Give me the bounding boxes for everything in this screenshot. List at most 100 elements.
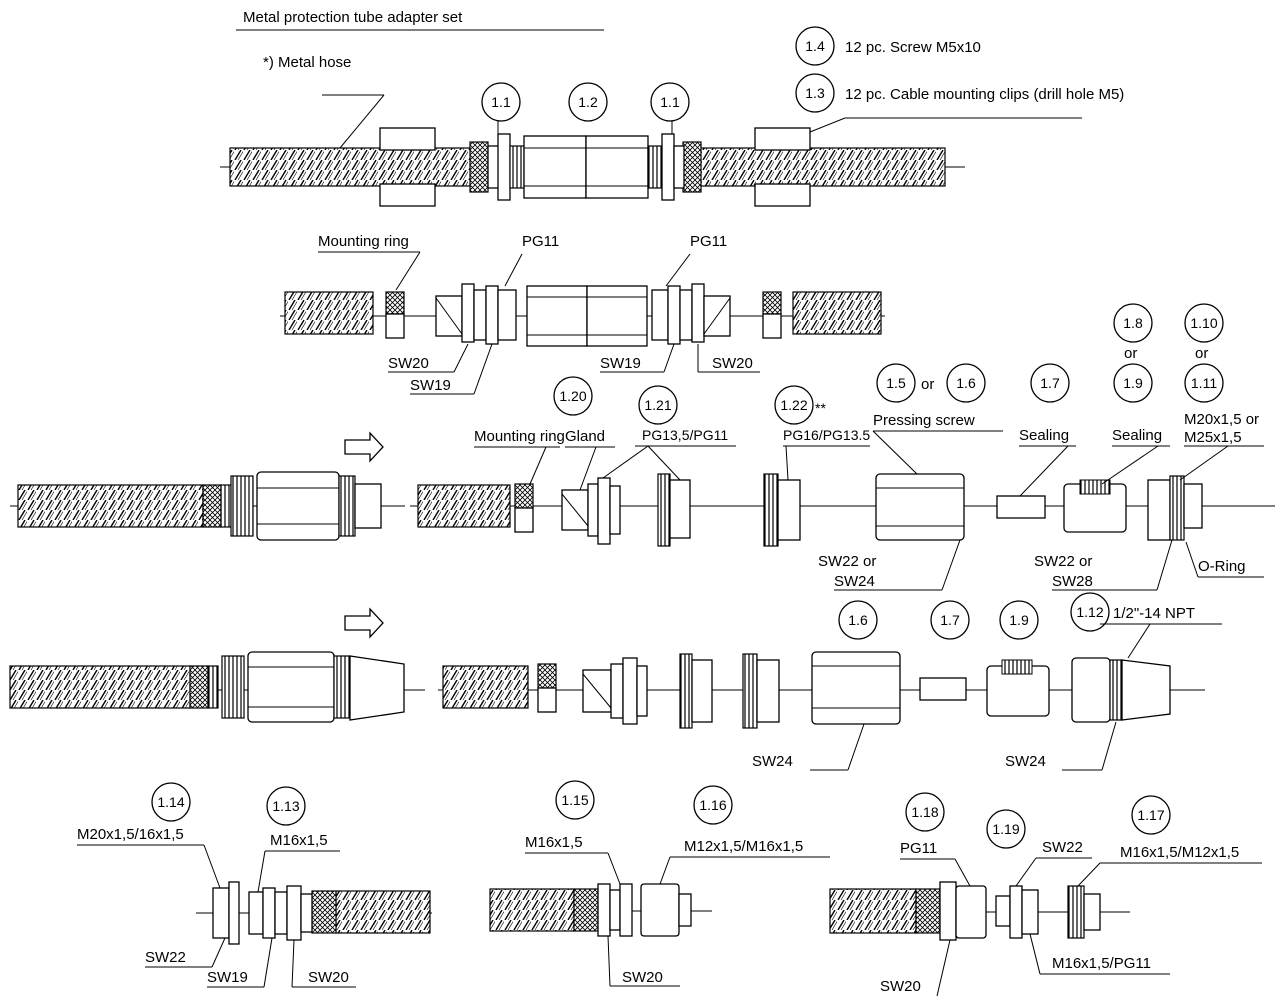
item-number: 1.7 xyxy=(1040,375,1060,391)
item-number: 1.9 xyxy=(1009,612,1029,628)
item-number: 1.20 xyxy=(559,388,586,404)
row4-item-1-7: 1.7 xyxy=(930,600,970,640)
item-number: 1.18 xyxy=(911,804,938,820)
mounting-ring-label: Mounting ring xyxy=(474,428,565,445)
item-number: 1.8 xyxy=(1123,315,1143,331)
metal-hose-note: *) Metal hose xyxy=(263,54,351,71)
row1-item-1-1-left: 1.1 xyxy=(481,82,521,122)
item-1-3: 1.3 12 pc. Cable mounting clips (drill h… xyxy=(795,73,1124,113)
or-label: or xyxy=(1124,345,1137,362)
row3-item-1-20: 1.20 xyxy=(553,376,593,416)
row5-item-1-17: 1.17 xyxy=(1131,795,1171,835)
item-number: 1.16 xyxy=(699,797,726,813)
item-number: 1.1 xyxy=(660,94,680,110)
m16-pg11-label: M16x1,5/PG11 xyxy=(1052,955,1151,972)
row3-item-1-5: 1.5 xyxy=(876,363,916,403)
row3-exploded xyxy=(410,473,1275,547)
m25x1-5-label: M25x1,5 xyxy=(1184,429,1242,446)
row4-item-1-6: 1.6 xyxy=(838,600,878,640)
sealing-label-2: Sealing xyxy=(1112,427,1162,444)
pressing-screw-label: Pressing screw xyxy=(873,412,975,429)
row1-item-1-2: 1.2 xyxy=(568,82,608,122)
m16x1-5-label: M16x1,5 xyxy=(525,834,583,851)
item-number: 1.3 xyxy=(805,85,825,101)
pg11-label: PG11 xyxy=(900,840,937,857)
item-number: 1.4 xyxy=(805,38,825,54)
m12-m16-label: M12x1,5/M16x1,5 xyxy=(684,838,803,855)
row5-item-1-19: 1.19 xyxy=(986,809,1026,849)
sealing-label-1: Sealing xyxy=(1019,427,1069,444)
m16x1-5-label: M16x1,5 xyxy=(270,832,328,849)
row4-item-1-12: 1.12 xyxy=(1070,592,1110,632)
pg16-pg13-5-label: PG16/PG13.5 xyxy=(783,427,870,443)
metal-hose-left xyxy=(229,147,476,187)
row5-group-c xyxy=(829,881,1130,941)
row5-item-1-13: 1.13 xyxy=(266,786,306,826)
sw20-left-label: SW20 xyxy=(388,355,429,372)
or-label: or xyxy=(1195,345,1208,362)
item-number: 1.6 xyxy=(956,375,976,391)
row5-item-1-14: 1.14 xyxy=(151,782,191,822)
sw19-left-label: SW19 xyxy=(410,377,451,394)
row3-item-1-22: 1.22 ** xyxy=(774,385,826,425)
item-number: 1.19 xyxy=(992,821,1019,837)
item-number: 1.22 xyxy=(780,397,807,413)
row3-item-1-11: 1.11 xyxy=(1184,363,1224,403)
item-number: 1.14 xyxy=(157,794,184,810)
row3-item-1-6: 1.6 xyxy=(946,363,986,403)
pg13-5-pg11-label: PG13,5/PG11 xyxy=(642,427,728,443)
row5-item-1-15: 1.15 xyxy=(555,780,595,820)
item-number: 1.5 xyxy=(886,375,906,391)
sw24-label: SW24 xyxy=(834,573,875,590)
item-number: 1.9 xyxy=(1123,375,1143,391)
double-star-note: ** xyxy=(815,400,826,416)
sw28-label: SW28 xyxy=(1052,573,1093,590)
sw24-left-label: SW24 xyxy=(752,753,793,770)
mounting-ring-right xyxy=(682,141,702,193)
sw20-label: SW20 xyxy=(308,969,349,986)
sw22-or-label: SW22 or xyxy=(1034,553,1092,570)
screw-label: 12 pc. Screw M5x10 xyxy=(845,39,981,56)
item-number: 1.15 xyxy=(561,792,588,808)
row4-item-1-9: 1.9 xyxy=(999,600,1039,640)
row3-item-1-7: 1.7 xyxy=(1030,363,1070,403)
item-number: 1.10 xyxy=(1190,315,1217,331)
sw20-right-label: SW20 xyxy=(712,355,753,372)
row3-item-1-21: 1.21 xyxy=(638,385,678,425)
mounting-ring-label: Mounting ring xyxy=(318,233,409,250)
item-number: 1.6 xyxy=(848,612,868,628)
item-1-4: 1.4 12 pc. Screw M5x10 xyxy=(795,26,981,66)
sw22-label: SW22 xyxy=(1042,839,1083,856)
sw20-label: SW20 xyxy=(880,978,921,995)
arrow-icon xyxy=(344,431,384,463)
item-number: 1.2 xyxy=(578,94,598,110)
row4-assembled xyxy=(9,607,425,723)
row1-item-1-1-right: 1.1 xyxy=(650,82,690,122)
mounting-ring-left xyxy=(469,141,489,193)
row3-item-1-8: 1.8 xyxy=(1113,303,1153,343)
item-number: 1.21 xyxy=(644,397,671,413)
metal-hose-right xyxy=(699,147,946,187)
item-number: 1.1 xyxy=(491,94,511,110)
row5-group-b xyxy=(489,883,712,937)
set-title: Metal protection tube adapter set xyxy=(243,9,463,26)
row3-item-1-9: 1.9 xyxy=(1113,363,1153,403)
m16-m12-label: M16x1,5/M12x1,5 xyxy=(1120,844,1239,861)
npt-label: 1/2"-14 NPT xyxy=(1113,605,1195,622)
row3-assembled xyxy=(10,431,405,541)
item-number: 1.12 xyxy=(1076,604,1103,620)
or-label: or xyxy=(921,376,934,393)
row1-assembly xyxy=(220,94,965,207)
m20x1-5-or-label: M20x1,5 or xyxy=(1184,411,1259,428)
sw19-right-label: SW19 xyxy=(600,355,641,372)
clips-label: 12 pc. Cable mounting clips (drill hole … xyxy=(845,86,1124,103)
row5-item-1-18: 1.18 xyxy=(905,792,945,832)
sw19-label: SW19 xyxy=(207,969,248,986)
o-ring-label: O-Ring xyxy=(1198,558,1246,575)
item-number: 1.7 xyxy=(940,612,960,628)
sw24-right-label: SW24 xyxy=(1005,753,1046,770)
pg11-right-label: PG11 xyxy=(690,233,727,250)
arrow-icon xyxy=(344,607,384,639)
item-number: 1.13 xyxy=(272,798,299,814)
